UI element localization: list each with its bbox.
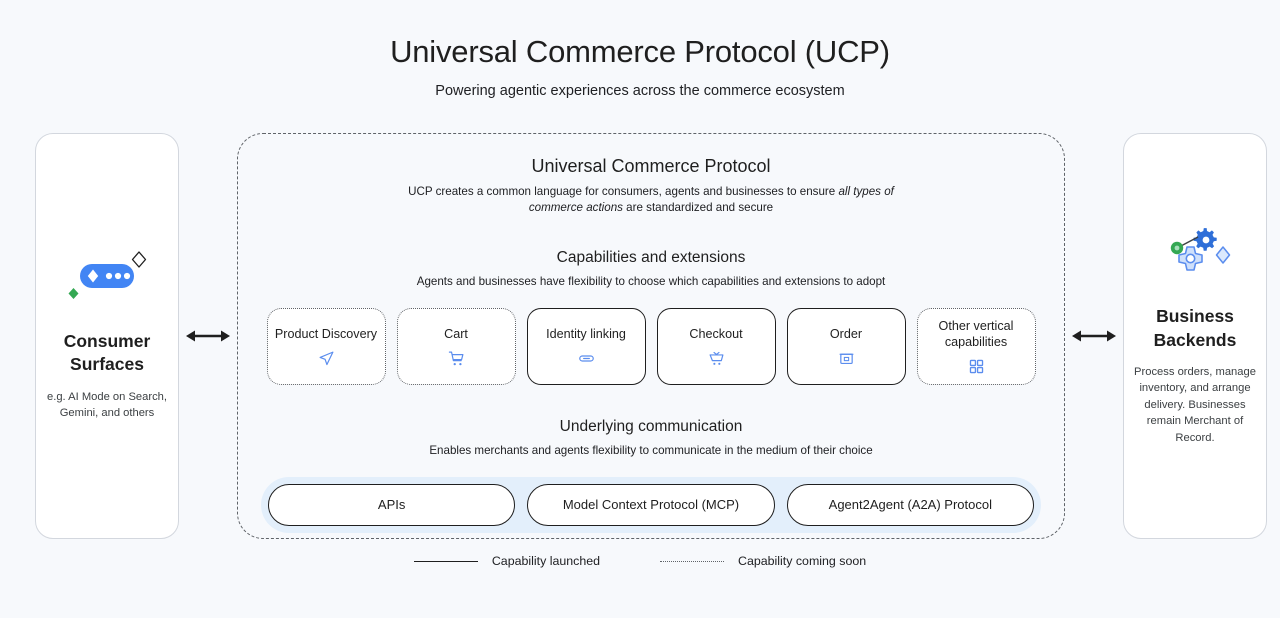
ucp-description-emphasis: all types of commerce actions — [528, 185, 894, 215]
protocol-pill-a2a[interactable]: Agent2Agent (A2A) Protocol — [786, 483, 1034, 526]
ai-chat-sparkle-icon — [68, 251, 147, 300]
ucp-intro-block: Universal Commerce Protocol UCP creates … — [238, 156, 1064, 217]
capability-card-checkout[interactable]: Checkout — [656, 308, 776, 386]
capability-cards-row: Product Discovery Cart Identity l — [238, 308, 1064, 386]
right-arrow-cell — [1065, 133, 1123, 539]
checkout-cart-icon — [709, 352, 723, 366]
business-backends-panel: Business Backends Process orders, manage… — [1123, 133, 1267, 539]
legend-solid-line-icon — [413, 560, 478, 562]
protocol-pill-mcp[interactable]: Model Context Protocol (MCP) — [527, 483, 775, 526]
gears-settings-icon — [1170, 228, 1231, 272]
legend-label: Capability launched — [491, 554, 601, 568]
protocol-pill-apis[interactable]: APIs — [268, 483, 516, 526]
capabilities-subtitle: Agents and businesses have flexibility t… — [416, 274, 886, 288]
bidirectional-arrow-icon-left — [186, 330, 230, 342]
capability-label: Checkout — [689, 327, 743, 342]
capability-card-cart[interactable]: Cart — [396, 308, 516, 386]
left-arrow-cell — [179, 133, 237, 539]
business-backends-title: Business Backends — [1153, 306, 1237, 350]
page-header: Universal Commerce Protocol (UCP) Poweri… — [0, 0, 1280, 99]
capability-label: Product Discovery — [274, 327, 378, 342]
communication-title: Underlying communication — [559, 418, 743, 436]
capability-card-other-vertical[interactable]: Other vertical capabilities — [916, 308, 1036, 386]
capability-card-order[interactable]: Order — [786, 308, 906, 386]
ucp-description-part2: are standardized and secure — [622, 201, 774, 215]
send-paper-plane-icon — [319, 351, 333, 366]
page-subtitle: Powering agentic experiences across the … — [435, 83, 845, 99]
ucp-container: Universal Commerce Protocol UCP creates … — [237, 133, 1065, 539]
consumer-surfaces-title: Consumer Surfaces — [63, 331, 151, 375]
legend-item-coming-soon: Capability coming soon — [660, 554, 866, 568]
capability-label: Cart — [444, 327, 468, 342]
capabilities-block: Capabilities and extensions Agents and b… — [238, 248, 1064, 386]
grid-apps-icon — [969, 360, 983, 374]
capabilities-title: Capabilities and extensions — [556, 248, 746, 266]
ucp-description-part1: UCP creates a common language for consum… — [408, 185, 839, 198]
capability-label: Identity linking — [546, 327, 626, 342]
ucp-description: UCP creates a common language for consum… — [386, 184, 916, 217]
capability-label: Order — [829, 327, 863, 342]
consumer-surfaces-panel: Consumer Surfaces e.g. AI Mode on Search… — [35, 133, 179, 539]
link-chain-icon — [578, 355, 594, 362]
communication-subtitle: Enables merchants and agents flexibility… — [429, 444, 873, 458]
capability-label: Other vertical capabilities — [938, 319, 1014, 350]
protocol-strip: APIs Model Context Protocol (MCP) Agent2… — [261, 476, 1041, 533]
ucp-title: Universal Commerce Protocol — [531, 156, 771, 176]
shopping-cart-icon — [448, 351, 463, 366]
consumer-surfaces-description: e.g. AI Mode on Search, Gemini, and othe… — [46, 390, 168, 420]
communication-block: Underlying communication Enables merchan… — [238, 418, 1064, 533]
diagram-stage: Consumer Surfaces e.g. AI Mode on Search… — [0, 133, 1280, 543]
capability-card-product-discovery[interactable]: Product Discovery — [266, 308, 386, 386]
legend-item-launched: Capability launched — [413, 554, 601, 568]
legend: Capability launched Capability coming so… — [0, 554, 1280, 568]
legend-label: Capability coming soon — [738, 554, 867, 568]
capability-card-identity-linking[interactable]: Identity linking — [526, 308, 646, 386]
business-backends-description: Process orders, manage inventory, and ar… — [1134, 365, 1256, 444]
order-box-icon — [839, 354, 853, 365]
legend-dotted-line-icon — [660, 560, 725, 562]
page-title: Universal Commerce Protocol (UCP) — [390, 34, 890, 69]
bidirectional-arrow-icon-right — [1072, 330, 1116, 342]
